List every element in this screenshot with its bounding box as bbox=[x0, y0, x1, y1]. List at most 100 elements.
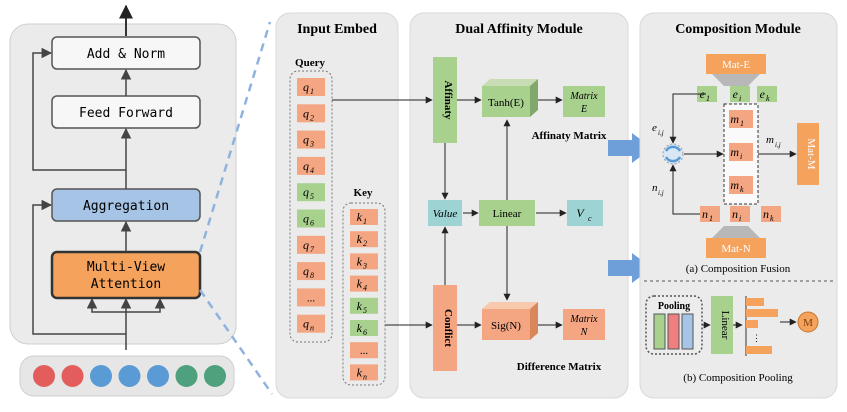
mat-e-block: Mat-E bbox=[706, 54, 766, 86]
svg-text:Attention: Attention bbox=[91, 277, 161, 292]
svg-text:i: i bbox=[739, 214, 741, 223]
dual-affinity-panel: Dual Affinity Module Affinaty Conflict T… bbox=[409, 12, 629, 399]
input-embed-title: Input Embed bbox=[297, 22, 377, 37]
token-dot bbox=[175, 365, 198, 387]
svg-text:m: m bbox=[730, 145, 739, 159]
svg-text:Mat-N: Mat-N bbox=[721, 243, 750, 255]
svg-text:i: i bbox=[739, 94, 741, 103]
affinity-matrix-caption: Affinaty Matrix bbox=[532, 130, 607, 142]
key-label: Key bbox=[354, 187, 373, 199]
svg-text:n: n bbox=[702, 207, 708, 221]
svg-text:k: k bbox=[357, 210, 363, 224]
svg-text:m: m bbox=[730, 178, 739, 192]
token-dot bbox=[33, 365, 55, 387]
svg-text:Add & Norm: Add & Norm bbox=[87, 47, 165, 62]
pooling-caption: (b) Composition Pooling bbox=[683, 372, 793, 384]
composition-title: Composition Module bbox=[675, 22, 801, 37]
svg-text:Linear: Linear bbox=[719, 311, 731, 340]
svg-text:m: m bbox=[730, 112, 739, 126]
svg-text:k: k bbox=[357, 254, 363, 268]
mat-m-block: Mat-M bbox=[797, 123, 819, 185]
svg-text:M: M bbox=[803, 317, 813, 329]
svg-text:1: 1 bbox=[740, 119, 744, 128]
svg-text:k: k bbox=[357, 321, 363, 335]
svg-text:Affinaty: Affinaty bbox=[442, 80, 454, 120]
svg-text:e: e bbox=[760, 87, 766, 101]
zoom-line-top bbox=[198, 21, 272, 253]
svg-text:...: ... bbox=[307, 292, 316, 304]
svg-text:Aggregation: Aggregation bbox=[83, 199, 169, 214]
svg-text:i,j: i,j bbox=[658, 129, 664, 137]
token-dot bbox=[147, 365, 169, 387]
svg-text:q: q bbox=[303, 212, 309, 226]
svg-text:1: 1 bbox=[709, 214, 713, 223]
zoom-line-bottom bbox=[198, 289, 274, 395]
svg-text:N: N bbox=[580, 327, 589, 338]
svg-text:Mat-M: Mat-M bbox=[805, 138, 817, 169]
fusion-operator-icon bbox=[662, 143, 684, 165]
mij-label: m i,j bbox=[766, 134, 781, 149]
svg-text:1: 1 bbox=[706, 94, 710, 103]
svg-text:...: ... bbox=[360, 345, 369, 357]
token-dot bbox=[90, 365, 112, 387]
token-dot bbox=[118, 365, 141, 387]
svg-text:e: e bbox=[652, 122, 657, 134]
svg-text:c: c bbox=[588, 214, 592, 223]
query-label: Query bbox=[295, 57, 325, 69]
svg-text:Pooling: Pooling bbox=[658, 301, 690, 312]
svg-text:i,j: i,j bbox=[775, 141, 781, 149]
linear-block: Linear bbox=[479, 200, 535, 226]
pooling-linear-block: Linear bbox=[711, 296, 733, 354]
svg-text:n: n bbox=[310, 324, 314, 333]
svg-text:2: 2 bbox=[310, 113, 314, 122]
svg-text:Value: Value bbox=[433, 208, 458, 220]
svg-text:k: k bbox=[766, 94, 770, 103]
aggregation-block: Aggregation bbox=[51, 188, 201, 222]
svg-text:k: k bbox=[357, 232, 363, 246]
svg-text:7: 7 bbox=[310, 245, 315, 254]
svg-text:5: 5 bbox=[363, 306, 367, 315]
matrix-e-block: Matrix E bbox=[563, 86, 605, 117]
svg-text:3: 3 bbox=[309, 140, 314, 149]
svg-text:q: q bbox=[303, 80, 309, 94]
nij-label: n i,j bbox=[652, 182, 664, 197]
vc-cell: V c bbox=[567, 200, 603, 226]
transformer-panel: Add & Norm Feed Forward Aggregation Mult… bbox=[9, 4, 237, 397]
query-cell: ... bbox=[297, 288, 325, 307]
svg-text:Sig(N): Sig(N) bbox=[491, 320, 521, 332]
svg-text:k: k bbox=[740, 185, 744, 194]
sig-block: Sig(N) bbox=[482, 302, 538, 340]
matrix-n-block: Matrix N bbox=[563, 309, 605, 340]
svg-text:q: q bbox=[303, 264, 309, 278]
svg-text:⋮: ⋮ bbox=[752, 333, 761, 343]
conflict-block: Conflict bbox=[433, 285, 457, 371]
multi-view-attention-block: Multi-View Attention bbox=[50, 250, 202, 300]
svg-text:4: 4 bbox=[363, 284, 367, 293]
svg-text:Mat-E: Mat-E bbox=[722, 59, 750, 71]
svg-text:q: q bbox=[303, 317, 309, 331]
svg-text:5: 5 bbox=[310, 192, 314, 201]
output-symbol-icon: M bbox=[797, 311, 819, 333]
pooling-output-bars: ⋮ bbox=[745, 296, 778, 356]
svg-text:k: k bbox=[357, 365, 363, 379]
dual-affinity-title: Dual Affinity Module bbox=[455, 22, 583, 37]
svg-text:i: i bbox=[740, 152, 742, 161]
